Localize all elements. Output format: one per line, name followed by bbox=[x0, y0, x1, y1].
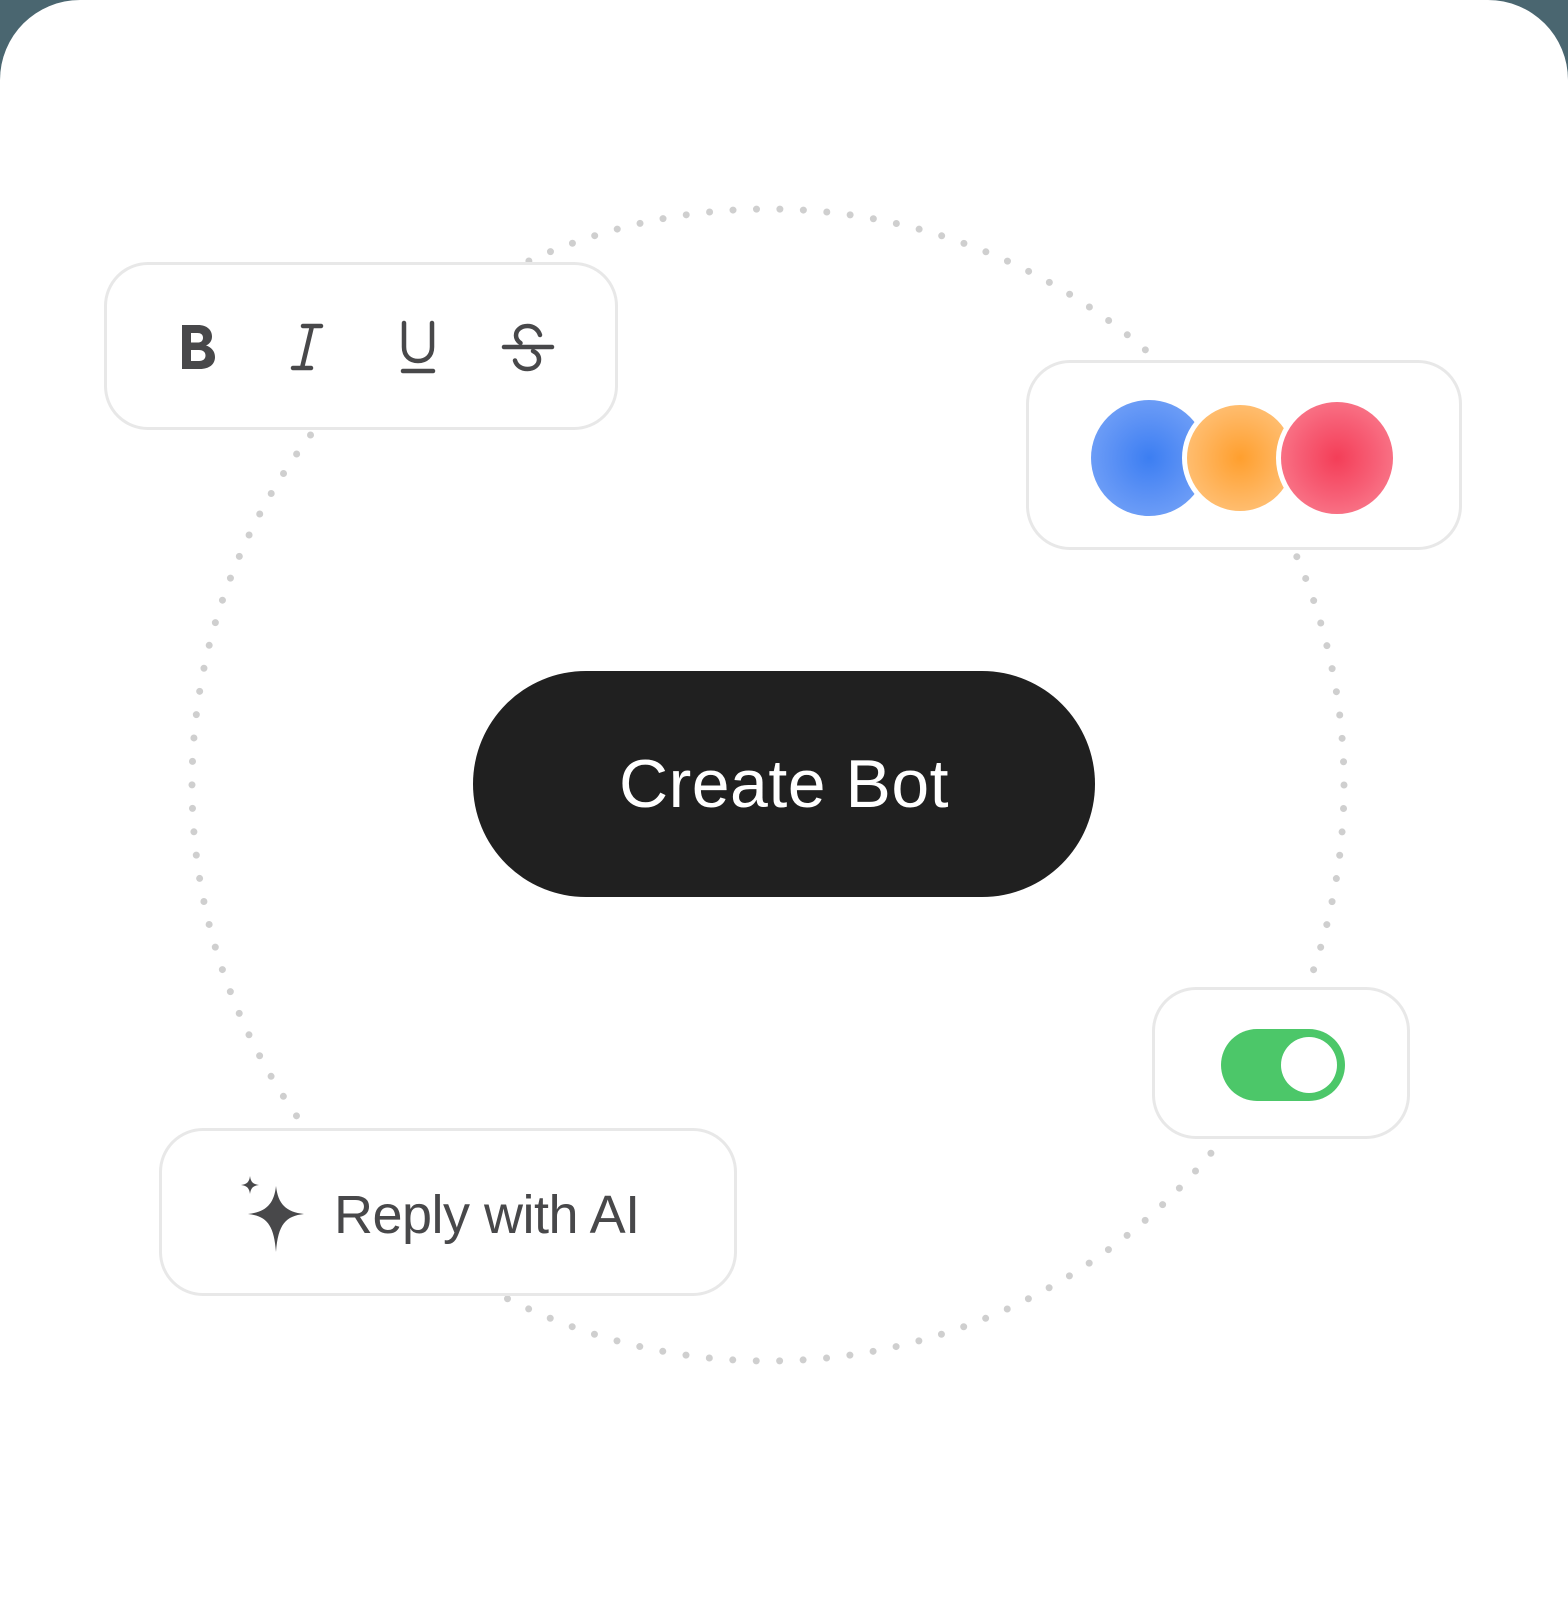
italic-icon bbox=[290, 323, 324, 371]
text-formatting-toolbar bbox=[104, 262, 618, 430]
bold-icon bbox=[182, 325, 215, 369]
bold-button[interactable] bbox=[165, 315, 229, 379]
strikethrough-button[interactable] bbox=[496, 315, 560, 379]
reply-with-ai-label: Reply with AI bbox=[334, 1185, 640, 1245]
underline-button[interactable] bbox=[386, 315, 450, 379]
color-picker-card bbox=[1026, 360, 1462, 550]
toggle-knob bbox=[1281, 1037, 1337, 1093]
reply-with-ai-button[interactable]: Reply with AI bbox=[159, 1128, 737, 1296]
sparkle-icon bbox=[241, 1176, 304, 1252]
underline-icon bbox=[400, 320, 436, 374]
create-bot-button[interactable]: Create Bot bbox=[473, 671, 1095, 897]
toggle-card bbox=[1152, 987, 1410, 1139]
toggle-switch[interactable] bbox=[1221, 1029, 1345, 1101]
strikethrough-icon bbox=[501, 323, 555, 372]
italic-button[interactable] bbox=[275, 315, 339, 379]
color-swatch-red[interactable] bbox=[1276, 397, 1398, 519]
